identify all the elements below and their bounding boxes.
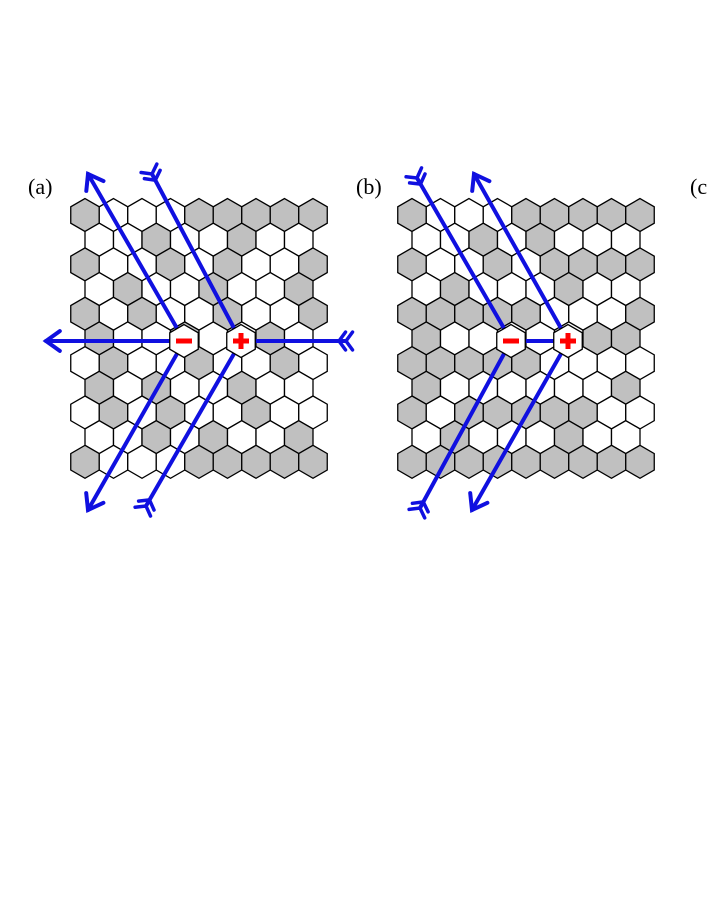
tail-b-upleft: [407, 172, 427, 186]
dislocation-lines: [42, 162, 583, 520]
line-a-downmid: [144, 350, 237, 508]
arrowhead-b-downright: [468, 491, 490, 513]
arrowhead-left: [42, 329, 62, 353]
tail-upmid: [139, 162, 159, 176]
panel-a-lattice: [70, 197, 328, 480]
line-a-upleft: [86, 172, 180, 332]
line-b-upleft: [415, 176, 507, 332]
panel-b-lattice: [397, 197, 655, 480]
line-a-upmid: [150, 172, 237, 332]
tail-b-upleft: [404, 166, 424, 180]
arrowhead-downleft: [84, 491, 106, 513]
defect-plus-a-vbar: [238, 333, 244, 349]
tail-right: [336, 330, 348, 352]
hex-cell: [625, 444, 655, 480]
tail-right: [343, 330, 355, 352]
panel-b-label: (b): [356, 174, 382, 199]
line-b-downleft: [418, 350, 507, 510]
defect-minus-b-bar: [503, 338, 519, 344]
line-a-downleft: [86, 350, 180, 512]
tail-downmid: [133, 504, 153, 518]
hex-cell: [298, 444, 328, 480]
tail-upmid: [142, 168, 162, 183]
panel-c-label: (c: [690, 174, 708, 199]
defect-minus-a-bar: [176, 338, 192, 344]
tail-b-downleft: [410, 500, 430, 514]
arrowhead-b-upright: [470, 171, 492, 193]
tail-b-downleft: [407, 506, 427, 520]
arrowhead-upleft: [84, 171, 106, 193]
line-b-downright: [470, 350, 564, 512]
defect-plus-b-vbar: [565, 333, 571, 349]
line-b-upright: [472, 172, 564, 332]
panel-a-label: (a): [28, 174, 53, 199]
tail-downmid: [136, 498, 156, 512]
